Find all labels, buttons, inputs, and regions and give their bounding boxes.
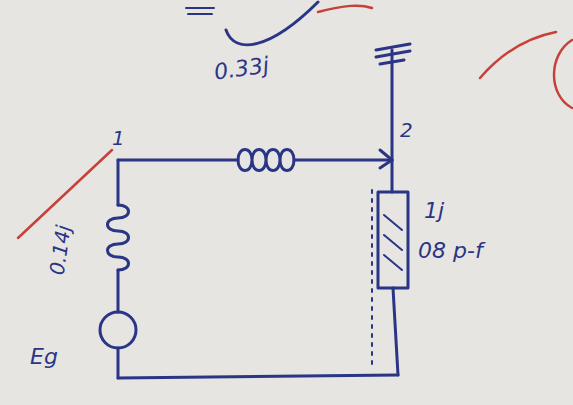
impedance-label: 0.33j [213,54,271,83]
pen-stroke [186,8,214,14]
source-label: Eg [30,346,58,368]
red-stroke [318,6,372,12]
power-factor-label: 08 p-f [418,240,483,262]
node-number: 2 [400,120,413,140]
bus-symbol [376,44,410,64]
wire [118,375,398,378]
wire [118,159,238,162]
wire [393,288,398,375]
source-symbol [100,312,136,348]
wire [294,159,392,162]
wire [391,50,394,160]
node-number: 1 [112,128,125,148]
load-symbol [378,192,408,288]
wire [117,270,120,312]
impedance-label: 1j [424,200,444,222]
inductor-symbol [108,205,129,270]
dotted-line [371,190,373,365]
wire [117,160,120,205]
inductor-symbol [238,150,294,171]
load-hatch [384,215,402,270]
arrow-mark [380,150,392,168]
wire [117,348,120,378]
pen-stroke [226,2,318,45]
red-stroke [554,40,572,108]
wire [391,160,394,192]
impedance-label: 0.14j [47,224,74,276]
red-stroke [480,32,556,78]
